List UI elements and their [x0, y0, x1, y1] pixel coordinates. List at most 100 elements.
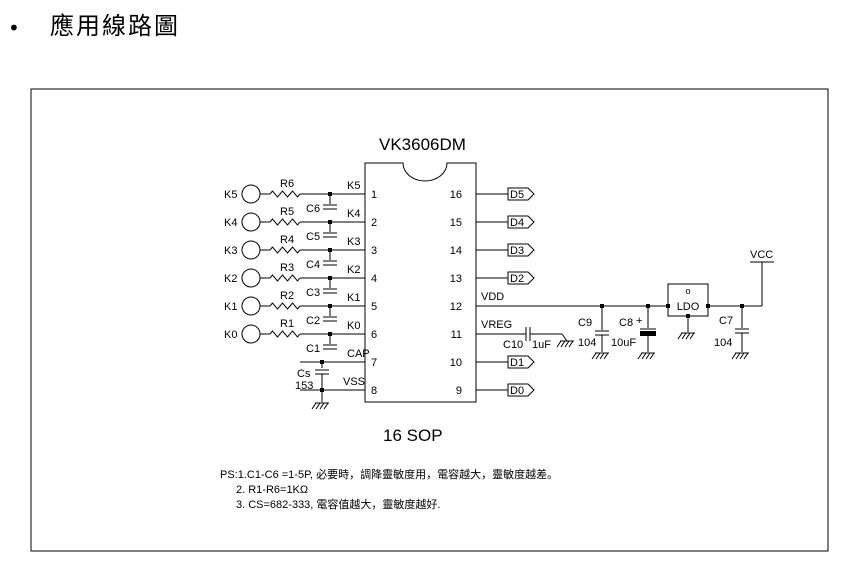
capacitor-symbol: [323, 204, 337, 210]
capacitor-label: C2: [306, 315, 320, 327]
resistor-symbol: [269, 246, 301, 254]
pin-number: 15: [450, 217, 462, 229]
touch-key-icon: [241, 324, 261, 344]
pin-label: K3: [347, 236, 360, 248]
output-label: D2: [510, 273, 524, 285]
output-label: D1: [510, 357, 524, 369]
junction-dot: [666, 304, 670, 308]
resistor-label: R4: [280, 234, 294, 246]
section-title: 應用線路圖: [50, 12, 180, 40]
output-port-icon: [507, 383, 535, 397]
pin-number: 13: [450, 273, 462, 285]
output-port-icon: [507, 243, 535, 257]
ground-icon: [637, 352, 655, 360]
resistor-label: R5: [280, 206, 294, 218]
pin-label: K5: [347, 180, 360, 192]
note-line-1: PS:1.C1-C6 =1-5P, 必要時，調降靈敏度用，電容越大，靈敏度越差。: [220, 469, 559, 481]
note-line-2: 2. R1-R6=1KΩ: [236, 484, 309, 496]
note-line-3: 3. CS=682-333, 電容值越大，靈敏度越好.: [236, 499, 441, 511]
c7-label: C7: [719, 315, 733, 327]
resistor-symbol: [269, 302, 301, 310]
ground-icon: [311, 402, 329, 410]
resistor-symbol: [269, 190, 301, 198]
capacitor-symbol: [323, 344, 337, 350]
resistor-symbol: [269, 330, 301, 338]
capacitor-label: C4: [306, 259, 320, 271]
resistor-label: R2: [280, 290, 294, 302]
pin-number: 16: [450, 189, 462, 201]
output-label: D0: [510, 385, 524, 397]
touch-key-icon: [241, 212, 261, 232]
pin-label: VSS: [343, 376, 365, 388]
c9-capacitor-symbol: [595, 330, 609, 336]
output-port-icon: [507, 215, 535, 229]
vcc-label: VCC: [750, 249, 773, 261]
pin-number: 6: [371, 329, 377, 341]
cs-capacitor-symbol: [315, 369, 329, 375]
c10-value: 1uF: [532, 339, 551, 351]
resistor-symbol: [269, 274, 301, 282]
c10-ground-lead: [561, 333, 568, 342]
key-label: K0: [224, 329, 237, 341]
capacitor-symbol: [323, 316, 337, 322]
pin-number: 7: [371, 357, 377, 369]
touch-key-icon: [241, 184, 261, 204]
pin-label: K1: [347, 292, 360, 304]
pin-number: 12: [450, 301, 462, 313]
pin-number: 11: [451, 329, 462, 341]
ldo-box: [667, 283, 709, 317]
resistor-label: R3: [280, 262, 294, 274]
resistor-label: R1: [280, 318, 294, 330]
diagram-frame: [30, 88, 829, 552]
bullet: •: [8, 16, 20, 40]
key-label: K1: [224, 301, 237, 313]
touch-key-icon: [241, 268, 261, 288]
pin-number: 1: [371, 189, 377, 201]
ic-body: [364, 162, 477, 403]
section-heading: • 應用線路圖: [0, 0, 843, 50]
pin-number: 3: [371, 245, 377, 257]
chip-name: VK3606DM: [379, 135, 466, 154]
vdd-label: VDD: [481, 291, 504, 303]
resistor-symbol: [269, 218, 301, 226]
key-label: K3: [224, 245, 237, 257]
output-label: D5: [510, 189, 524, 201]
key-label: K4: [224, 217, 237, 229]
output-port-icon: [507, 187, 535, 201]
pin-label: CAP: [347, 348, 370, 360]
ground-icon: [591, 352, 609, 360]
c8-value: 10uF: [611, 337, 636, 349]
c10-label: C10: [503, 339, 523, 351]
ic-chip: VK3606DM 16 SOP: [364, 135, 477, 445]
touch-key-icon: [241, 240, 261, 260]
output-label: D3: [510, 245, 524, 257]
vreg-label: VREG: [481, 319, 512, 331]
pin-number: 9: [456, 385, 462, 397]
chip-package: 16 SOP: [383, 426, 443, 445]
output-port-icon: [507, 271, 535, 285]
notes-block: PS:1.C1-C6 =1-5P, 必要時，調降靈敏度用，電容越大，靈敏度越差。…: [220, 468, 558, 513]
key-label: K5: [224, 189, 237, 201]
ldo-label: LDO: [677, 301, 700, 313]
ground-icon: [677, 332, 695, 340]
c9-value: 104: [578, 337, 596, 349]
capacitor-label: C5: [306, 231, 320, 243]
pin-label: K0: [347, 320, 360, 332]
left-pin-group: 1K52K43K34K25K16K07CAP8VSSK5R6C6K4R5C5K3…: [224, 178, 377, 410]
capacitor-label: C3: [306, 287, 320, 299]
c8-plate: [640, 331, 656, 336]
pin-number: 14: [450, 245, 462, 257]
touch-key-icon: [241, 296, 261, 316]
pin-label: K2: [347, 264, 360, 276]
capacitor-label: C6: [306, 203, 320, 215]
pin-number: 5: [371, 301, 377, 313]
capacitor-label: C1: [306, 343, 320, 355]
c7-value: 104: [714, 337, 732, 349]
c7-capacitor-symbol: [735, 328, 749, 334]
c8-label: C8: [619, 317, 633, 329]
pin-number: 10: [450, 357, 462, 369]
capacitor-symbol: [323, 288, 337, 294]
